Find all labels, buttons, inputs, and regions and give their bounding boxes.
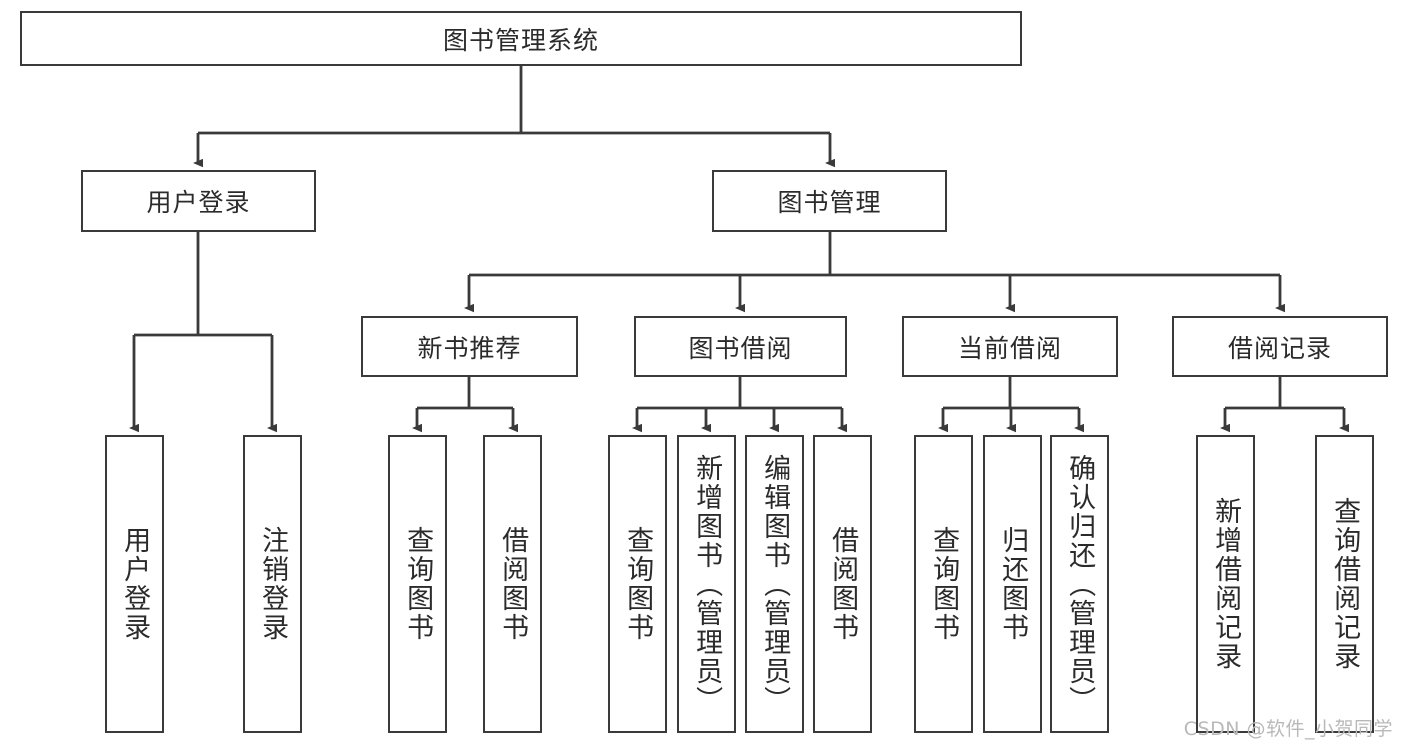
leaf-add-book-admin[interactable]: 新增图书（管理员） <box>677 435 736 733</box>
leaf-query-book-borrow[interactable]: 查询图书 <box>608 435 667 733</box>
leaf-borrow-book-label: 借阅图书 <box>827 526 859 642</box>
leaf-user-login-label: 用户登录 <box>119 526 151 642</box>
leaf-edit-book-admin-label: 编辑图书（管理员） <box>759 453 791 715</box>
leaf-borrow-book[interactable]: 借阅图书 <box>813 435 872 733</box>
leaf-borrow-book-recommend[interactable]: 借阅图书 <box>483 435 542 733</box>
node-root-label: 图书管理系统 <box>442 25 599 55</box>
node-new-book-recommend[interactable]: 新书推荐 <box>361 316 578 377</box>
node-new-book-recommend-label: 新书推荐 <box>417 333 522 363</box>
leaf-user-login[interactable]: 用户登录 <box>105 435 164 733</box>
node-book-borrow[interactable]: 图书借阅 <box>634 316 847 377</box>
leaf-borrow-book-recommend-label: 借阅图书 <box>497 526 529 642</box>
leaf-query-book-borrow-label: 查询图书 <box>622 526 654 642</box>
leaf-confirm-return-admin[interactable]: 确认归还（管理员） <box>1050 435 1109 733</box>
node-borrow-records[interactable]: 借阅记录 <box>1172 316 1388 377</box>
node-user-login[interactable]: 用户登录 <box>81 170 316 232</box>
leaf-return-book[interactable]: 归还图书 <box>983 435 1042 733</box>
node-current-borrow-label: 当前借阅 <box>957 333 1062 363</box>
leaf-query-book-recommend[interactable]: 查询图书 <box>388 435 447 733</box>
node-user-login-label: 用户登录 <box>146 188 251 217</box>
leaf-add-borrow-record-label: 新增借阅记录 <box>1210 497 1242 671</box>
node-book-management[interactable]: 图书管理 <box>712 170 947 232</box>
leaf-query-book-current-label: 查询图书 <box>928 526 960 642</box>
leaf-logout-label: 注销登录 <box>257 526 289 642</box>
leaf-confirm-return-admin-label: 确认归还（管理员） <box>1064 453 1096 715</box>
leaf-return-book-label: 归还图书 <box>997 526 1029 642</box>
leaf-add-borrow-record[interactable]: 新增借阅记录 <box>1196 435 1255 733</box>
node-root[interactable]: 图书管理系统 <box>20 11 1022 66</box>
leaf-edit-book-admin[interactable]: 编辑图书（管理员） <box>745 435 804 733</box>
node-current-borrow[interactable]: 当前借阅 <box>902 316 1118 377</box>
leaf-query-borrow-record[interactable]: 查询借阅记录 <box>1315 435 1374 733</box>
node-book-borrow-label: 图书借阅 <box>688 333 793 363</box>
node-book-management-label: 图书管理 <box>777 188 882 217</box>
leaf-add-book-admin-label: 新增图书（管理员） <box>691 453 723 715</box>
leaf-query-borrow-record-label: 查询借阅记录 <box>1329 497 1361 671</box>
node-borrow-records-label: 借阅记录 <box>1227 333 1332 363</box>
leaf-query-book-current[interactable]: 查询图书 <box>914 435 973 733</box>
csdn-watermark: CSDN @软件_小贺同学 <box>1183 718 1393 740</box>
leaf-query-book-recommend-label: 查询图书 <box>402 526 434 642</box>
leaf-logout[interactable]: 注销登录 <box>243 435 302 733</box>
